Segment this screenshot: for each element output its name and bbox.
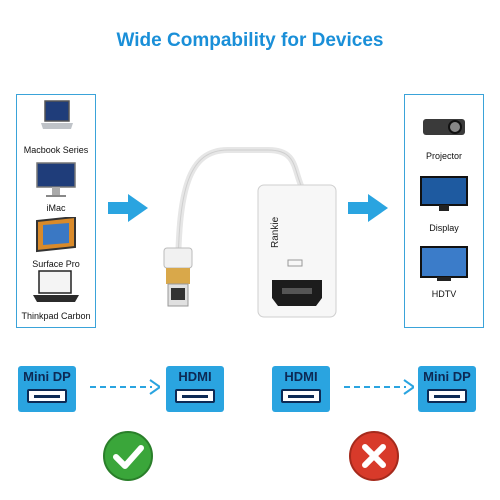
- device-label: Macbook Series: [23, 145, 89, 155]
- connector-hdmi-target: HDMI: [166, 366, 224, 412]
- connector-hdmi-source: HDMI: [272, 366, 330, 412]
- check-icon: [103, 431, 153, 481]
- device-label: Display: [429, 223, 459, 233]
- device-label: iMac: [46, 203, 66, 213]
- minidp-port-icon: [427, 389, 467, 403]
- laptop-icon: [41, 100, 73, 129]
- tablet-icon: [36, 217, 76, 253]
- connector-label: HDMI: [178, 369, 212, 384]
- device-label: Surface Pro: [32, 259, 80, 269]
- arrow-right-icon: [90, 379, 160, 395]
- connector-label: HDMI: [284, 369, 318, 384]
- connector-label: Mini DP: [23, 369, 71, 384]
- device-label: Thinkpad Carbon: [21, 311, 91, 321]
- desktop-icon: [36, 162, 76, 197]
- hdmi-port-icon: [281, 389, 321, 403]
- output-devices-panel: Projector Display HDTV: [404, 94, 484, 328]
- hdmi-port-icon: [175, 389, 215, 403]
- device-label: HDTV: [431, 289, 457, 299]
- projector-icon: [423, 119, 465, 135]
- x-icon: [349, 431, 399, 481]
- laptop-icon: [33, 270, 79, 302]
- svg-text:Rankie: Rankie: [270, 216, 281, 248]
- connector-label: Mini DP: [423, 369, 471, 384]
- connector-minidp-source: Mini DP: [18, 366, 76, 412]
- device-label: Projector: [425, 151, 462, 161]
- adapter-image: Rankie: [163, 147, 337, 318]
- tv-icon: [420, 246, 468, 281]
- page-title: Wide Compability for Devices: [116, 30, 384, 51]
- arrow-right-icon: [108, 194, 148, 222]
- monitor-icon: [420, 176, 468, 211]
- arrow-right-icon: [348, 194, 388, 222]
- connector-minidp-target: Mini DP: [418, 366, 476, 412]
- minidp-port-icon: [27, 389, 67, 403]
- source-devices-panel: Macbook Series iMac Surface Pro Thinkpad…: [16, 94, 96, 328]
- arrow-right-icon: [344, 379, 414, 395]
